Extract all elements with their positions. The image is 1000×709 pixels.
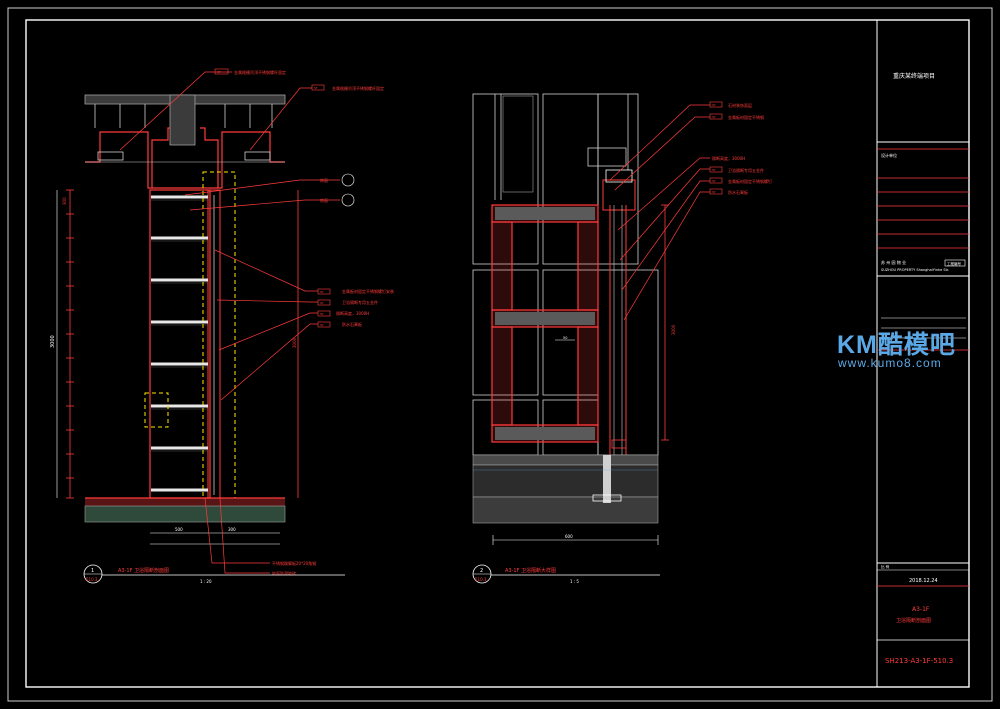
right-tag-1: ST [712, 103, 716, 107]
drawing-code: A3-1F [912, 606, 930, 613]
right-dim-seg: 50 [563, 336, 567, 340]
right-bottom-dim: 600 [565, 534, 573, 539]
left-dim-right: 3000 [292, 337, 297, 348]
watermark-url: www.kumo8.com [838, 356, 942, 370]
left-bottom-dim1: 500 [175, 527, 183, 532]
ceiling-tag-1-text: ST [217, 70, 221, 74]
watermark-logo: KM酷模吧 [837, 331, 956, 359]
ceiling-label-2: 金属格栅吊顶不锈钢螺杆固定 [332, 85, 384, 91]
right-view-title: A3-1F 卫浴隔断大样图 [505, 567, 556, 574]
right-label-top1: 石材装饰面层 [728, 102, 752, 108]
right-dim-total: 3000 [671, 324, 676, 335]
grid-label-2: 饰面 [320, 197, 328, 203]
right-tag-4: ST [712, 179, 716, 183]
right-view-scale: 1 : 5 [570, 579, 579, 584]
outer-border [7, 7, 993, 702]
view-tag-2-number: 2 [480, 568, 483, 574]
grid-bubble-1 [341, 173, 355, 187]
view-tag-2-sheet: 510.3 [475, 577, 487, 582]
left-view-title: A3-1F 卫浴隔断剖面图 [118, 567, 169, 574]
stamp-label: 工程编号 [947, 261, 961, 266]
ceiling-tag-1 [214, 68, 229, 75]
ceiling-label-1: 金属格栅吊顶不锈钢螺杆固定 [234, 69, 286, 75]
wall-label-4: 防水石膏板 [342, 321, 362, 327]
right-label-top2: 金属板材固定不锈钢 [728, 114, 764, 120]
wall-tag-2: ST [320, 301, 324, 305]
right-tag-3: ST [712, 168, 716, 172]
project-name: 重庆某终端项目 [893, 72, 935, 80]
grid-bubble-2 [341, 193, 355, 207]
inner-border [25, 19, 970, 688]
issue-date: 2018.12.24 [909, 578, 938, 584]
grid-label-1: 饰面 [320, 177, 328, 183]
ceiling-tag-2 [311, 84, 325, 91]
right-detail-view: 3000 50 600 ST 石材装饰面层 ST 金属板材固定不锈钢 隔断高度，… [472, 93, 772, 584]
right-label-mid3: 金属板材固定不锈钢螺钉 [728, 178, 772, 184]
sheet-number: SH213-A3-1F-510.3 [885, 657, 953, 665]
wall-label-1: 金属板材固定不锈钢螺钉安装 [342, 288, 394, 294]
info-line2: SUZHOU PROPERTY ShanghaiYinhe Str. [881, 268, 949, 272]
bottom-label-2: 地面防滑地砖 [272, 570, 296, 576]
view-tag-1-number: 1 [91, 568, 94, 574]
wall-label-3: 隔断高度，3000H [336, 310, 369, 316]
left-dim-total: 3000 [50, 335, 56, 348]
stamp-box [944, 259, 966, 267]
wall-tag-3: ST [320, 312, 324, 316]
left-view-scale: 1 : 20 [200, 579, 212, 584]
info-line1: 苏 州 园 物 业 [881, 259, 906, 265]
right-tag-2: ST [712, 115, 716, 119]
right-label-mid1: 隔断高度，3000H [712, 155, 745, 161]
design-label: 设计单位 [881, 152, 897, 158]
wall-tag-4: ST [320, 323, 324, 327]
title-block: 重庆某终端项目 设计单位 苏 州 园 物 业 SUZHOU PROPERTY S… [877, 72, 969, 665]
wall-label-2: 卫浴隔断专用五金件 [342, 299, 378, 305]
right-tag-5: ST [712, 190, 716, 194]
right-label-mid2: 卫浴隔断专用五金件 [728, 167, 764, 173]
right-label-mid4: 防水石膏板 [728, 189, 748, 195]
scale-row-label: 比 例 [881, 564, 890, 569]
wall-tag-1: ST [320, 290, 324, 294]
bottom-label-1: 不锈钢踢脚板20*20角钢 [272, 560, 316, 566]
left-dim-seg: 300 [62, 197, 67, 205]
view-tag-1-sheet: 510.3 [86, 577, 98, 582]
left-section-view: 3000 300 3000 500 300 ST 金属格栅吊顶不锈钢螺杆固定 S… [50, 68, 394, 584]
left-bottom-dim2: 300 [228, 527, 236, 532]
ceiling-tag-2-text: ST [314, 86, 318, 90]
drawing-title: 卫浴隔断剖面图 [896, 617, 931, 624]
